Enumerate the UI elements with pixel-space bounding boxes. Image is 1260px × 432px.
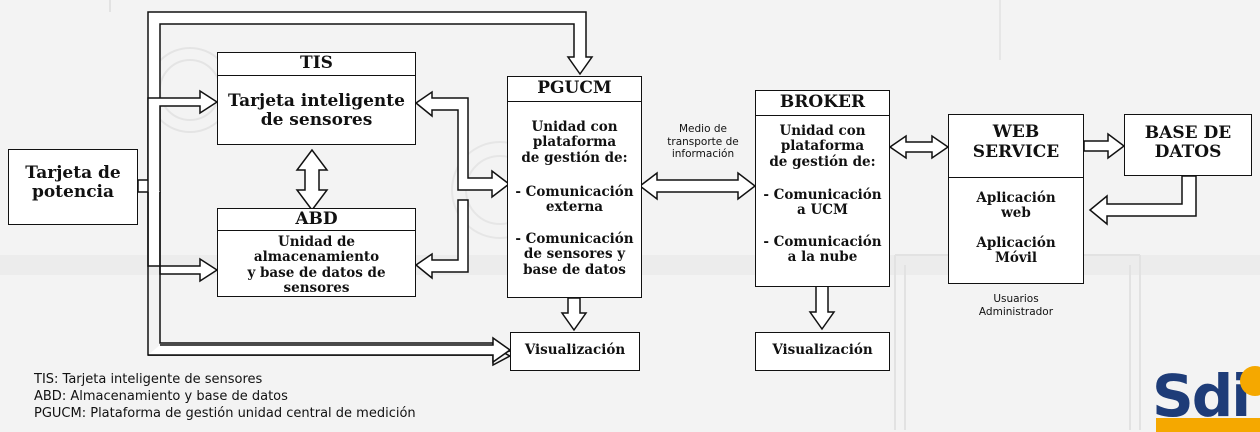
abd-box: ABD Unidad de almacenamiento y base de d…: [217, 208, 416, 297]
arrow-pgucm-to-visualizacion: [560, 297, 588, 332]
broker-box: BROKER Unidad con plataforma de gestión …: [755, 90, 890, 287]
tis-label: Tarjeta inteligente de sensores: [228, 91, 405, 131]
arrow-broker-webservice: [888, 134, 950, 160]
broker-item-ucm: - Comunicación a UCM: [763, 187, 882, 219]
legend-abd: ABD: Almacenamiento y base de datos: [34, 389, 288, 404]
pgucm-header: PGUCM: [508, 77, 641, 102]
pgucm-intro: Unidad con plataforma de gestión de:: [521, 119, 628, 166]
arrow-tis-pgucm: [414, 90, 511, 199]
arrow-tis-abd: [295, 148, 329, 212]
visualizacion-broker-label: Visualización: [772, 342, 873, 358]
tis-header: TIS: [218, 53, 415, 76]
broker-intro: Unidad con plataforma de gestión de:: [769, 123, 876, 170]
legend-tis: TIS: Tarjeta inteligente de sensores: [34, 372, 263, 387]
base-datos-label: BASE DE DATOS: [1144, 123, 1232, 163]
arrow-potencia-to-abd: [147, 180, 219, 283]
web-service-app-movil: Aplicación Móvil: [976, 235, 1056, 267]
legend-pgucm: PGUCM: Plataforma de gestión unidad cent…: [34, 406, 416, 421]
logo-dot-icon: [1240, 366, 1260, 396]
tarjeta-potencia-box: Tarjeta de potencia: [8, 149, 138, 225]
arrow-potencia-to-tis: [147, 89, 219, 192]
arrow-webservice-to-basedatos: [1083, 132, 1126, 160]
arrow-head-visualizacion: [148, 336, 512, 364]
abd-header: ABD: [218, 209, 415, 231]
web-service-box: WEB SERVICE Aplicación web Aplicación Mó…: [948, 114, 1084, 284]
visualizacion-pgucm-box: Visualización: [510, 332, 640, 371]
pgucm-item-externa: - Comunicación externa: [515, 184, 634, 216]
broker-item-nube: - Comunicación a la nube: [763, 234, 882, 266]
pgucm-item-sensores: - Comunicación de sensores y base de dat…: [515, 231, 634, 278]
logo-underline: [1156, 418, 1260, 432]
arrow-broker-to-visualizacion: [808, 285, 836, 331]
tis-box: TIS Tarjeta inteligente de sensores: [217, 52, 416, 145]
broker-header: BROKER: [756, 91, 889, 116]
tarjeta-potencia-label: Tarjeta de potencia: [25, 163, 121, 203]
pgucm-box: PGUCM Unidad con plataforma de gestión d…: [507, 76, 642, 298]
visualizacion-broker-box: Visualización: [755, 332, 890, 371]
web-service-header: WEB SERVICE: [949, 115, 1083, 178]
usuarios-label: Usuarios Administrador: [978, 293, 1054, 318]
arrow-basedatos-to-webservice: [1088, 175, 1197, 226]
visualizacion-pgucm-label: Visualización: [524, 342, 626, 358]
arrow-abd-pgucm: [414, 199, 469, 280]
web-service-app-web: Aplicación web: [976, 190, 1056, 222]
base-datos-box: BASE DE DATOS: [1124, 114, 1252, 176]
abd-label: Unidad de almacenamiento y base de datos…: [247, 234, 386, 296]
arrow-pgucm-broker: [638, 171, 757, 201]
medio-transporte-label: Medio de transporte de información: [667, 123, 739, 161]
